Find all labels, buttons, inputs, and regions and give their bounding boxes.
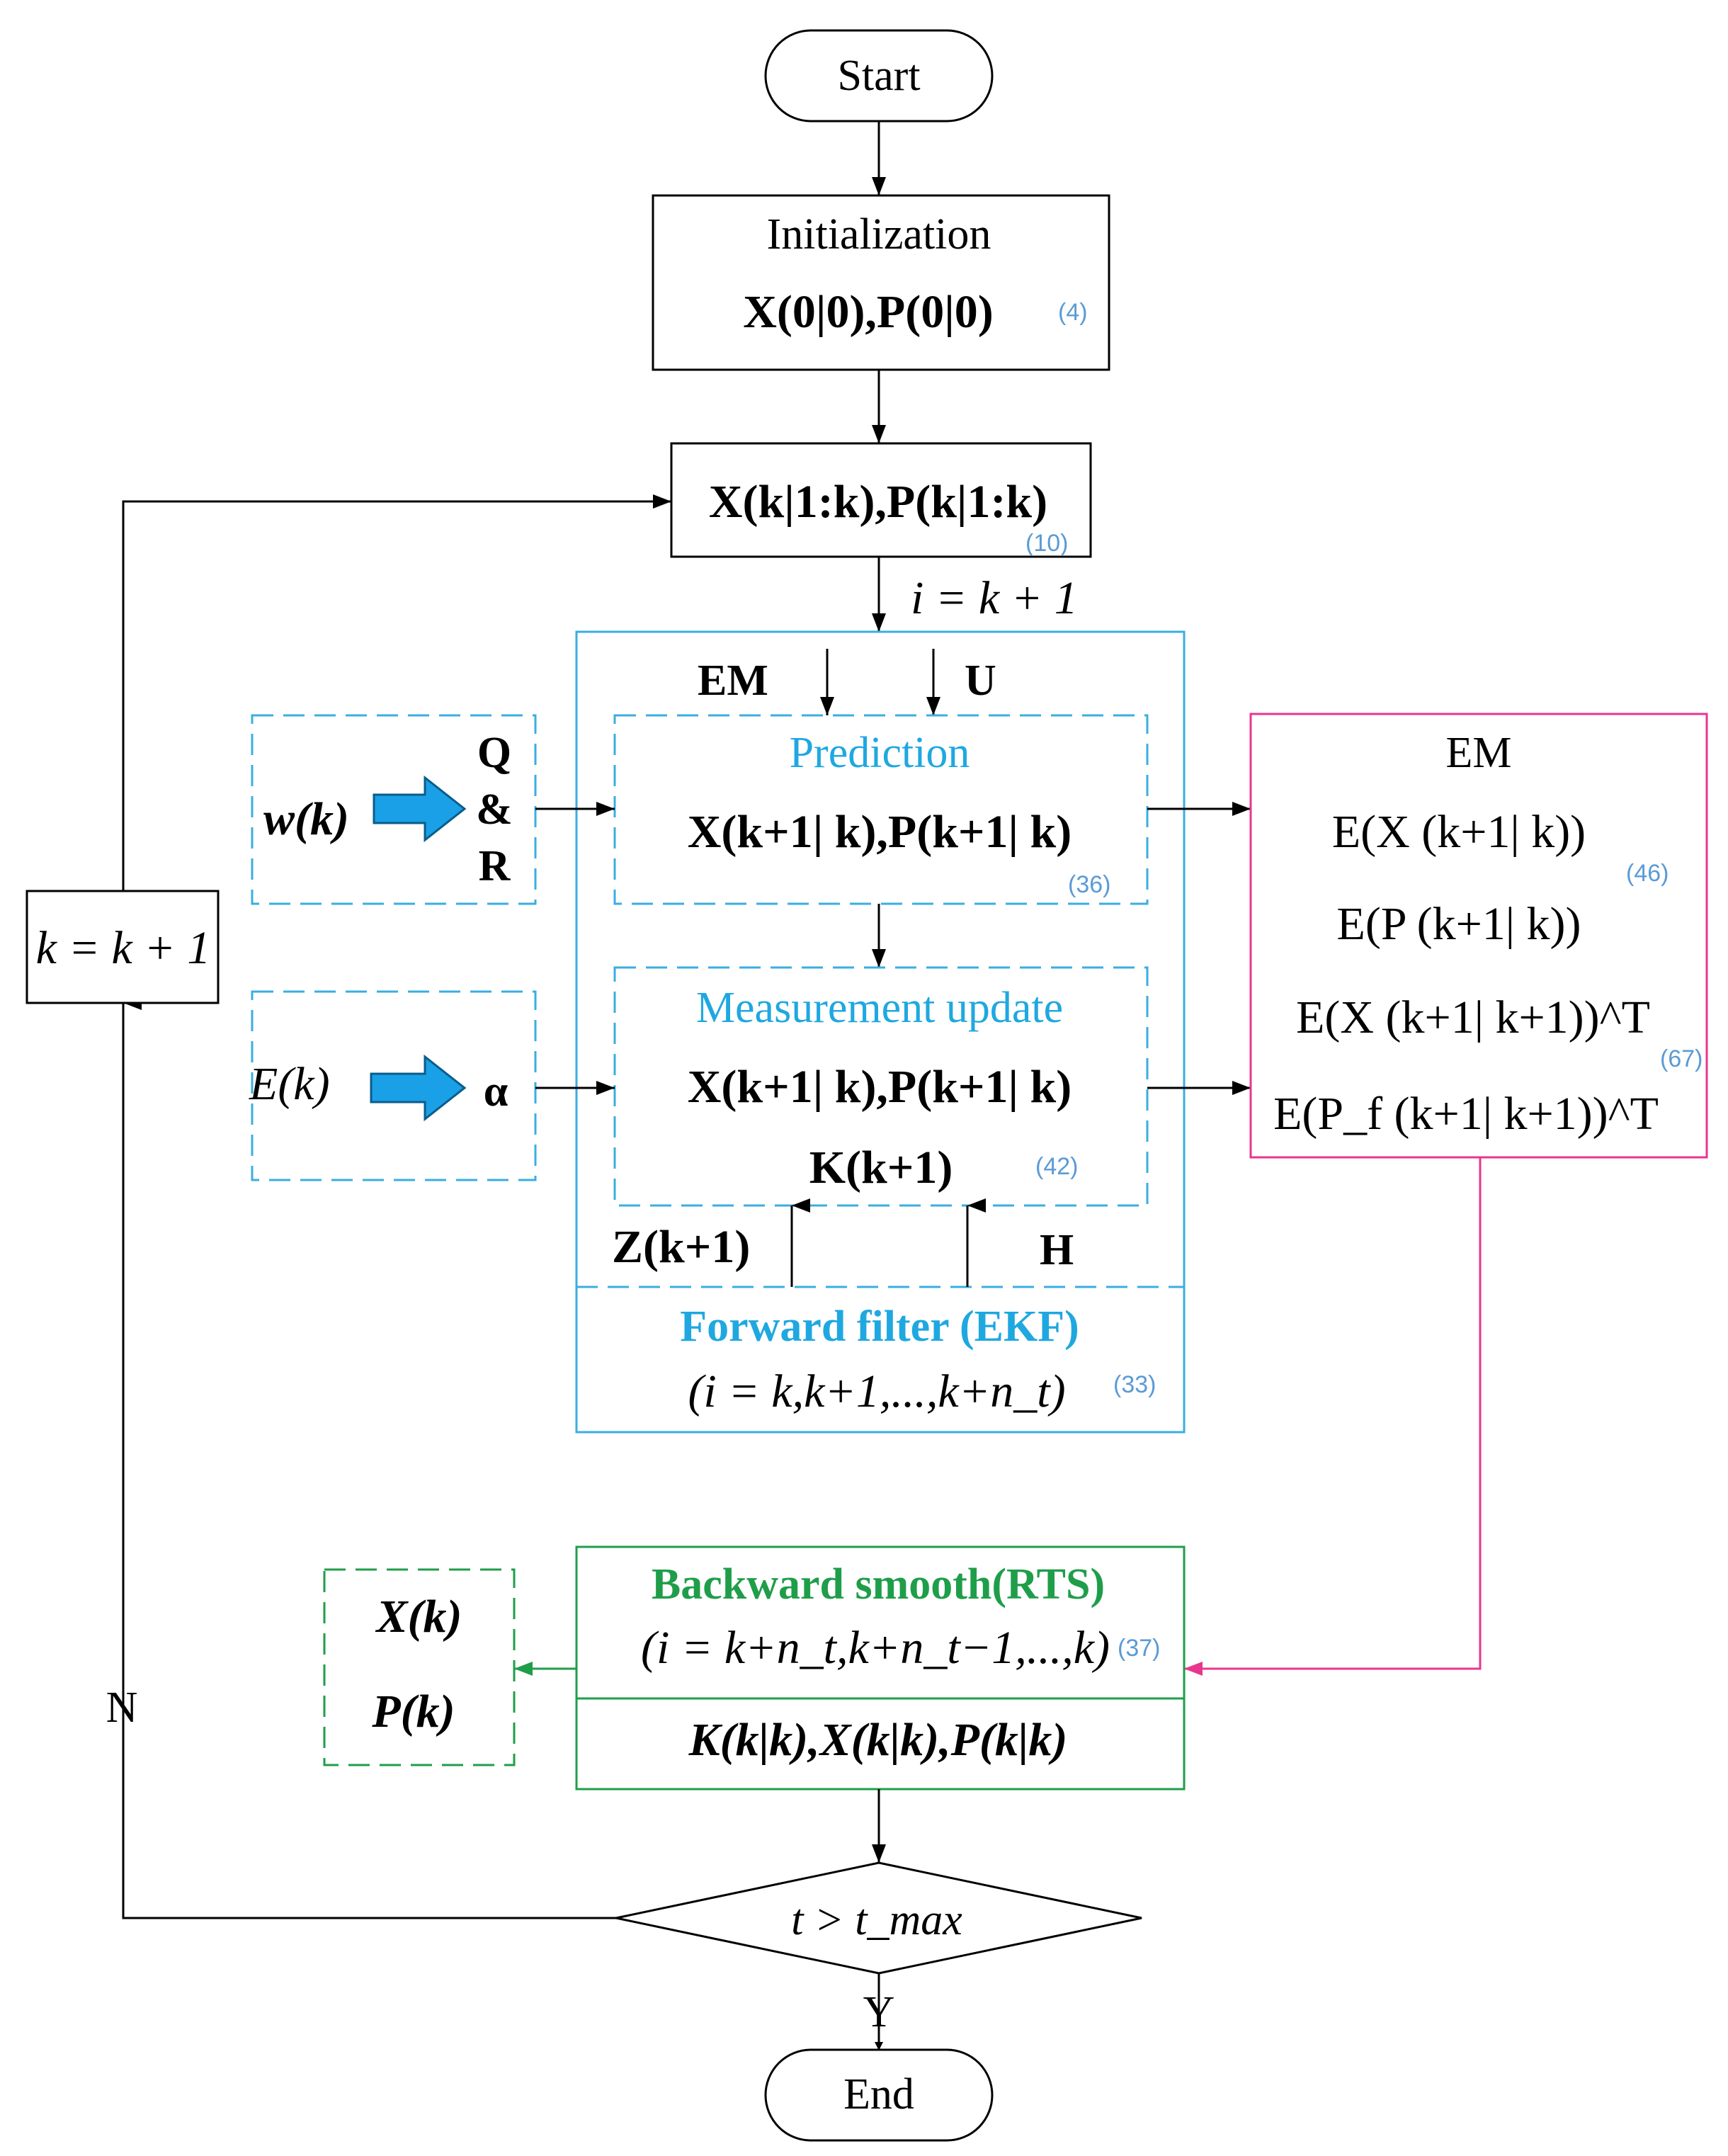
decision-condition: t > t_max [791, 1896, 962, 1944]
initialization-box [652, 194, 1110, 371]
forward-filter-ref: (33) [1113, 1371, 1156, 1398]
backward-smooth-box [575, 1545, 1186, 1791]
measurement-ref: (42) [1035, 1153, 1079, 1180]
init-title: Initialization [766, 210, 991, 259]
result-x: X(k) [376, 1591, 462, 1642]
backward-outputs: K(k|k),X(k|k),P(k|k) [688, 1714, 1068, 1766]
i-assign: i = k + 1 [911, 572, 1078, 624]
block-arrow-error [370, 1054, 467, 1122]
state-box [670, 442, 1092, 558]
init-ref: (4) [1058, 299, 1088, 326]
init-formula: X(0|0),P(0|0) [743, 286, 994, 338]
noise-q: Q [477, 729, 512, 777]
k-increment-label: k = k + 1 [35, 922, 211, 974]
arrow-em-backward [1184, 1157, 1482, 1676]
em-line2: E(P (k+1| k)) [1336, 898, 1581, 950]
result-p: P(k) [372, 1686, 455, 1737]
em-line1: E(X (k+1| k)) [1331, 806, 1586, 858]
measurement-gain: K(k+1) [809, 1142, 953, 1193]
em-ref1: (46) [1626, 860, 1669, 887]
prediction-title: Prediction [789, 729, 970, 777]
measurement-formula: X(k+1| k),P(k+1| k) [687, 1061, 1072, 1113]
backward-range: (i = k+n_t,k+n_t−1,...,k) [641, 1622, 1110, 1674]
noise-input: w(k) [263, 793, 349, 845]
em-line4: E(P_f (k+1| k+1))^T [1273, 1088, 1659, 1140]
end-terminal [764, 2048, 994, 2142]
forward-filter-title: Forward filter (EKF) [680, 1303, 1079, 1351]
error-alpha: α [483, 1067, 508, 1116]
end-label: End [843, 2070, 914, 2118]
arrow-increment-state [122, 494, 671, 891]
decision-no-label: N [106, 1684, 138, 1732]
decision-diamond [615, 1861, 1142, 1975]
measurement-title: Measurement update [695, 984, 1064, 1032]
prediction-formula: X(k+1| k),P(k+1| k) [687, 806, 1072, 858]
arrow-decision-no [122, 996, 616, 1919]
backward-ref: (37) [1118, 1635, 1161, 1662]
start-label: Start [837, 52, 921, 100]
decision-yes-label: Y [863, 1988, 895, 2036]
em-box [1249, 713, 1708, 1159]
block-arrow-noise [373, 775, 467, 843]
measurement-box [613, 966, 1149, 1207]
forward-filter-box [575, 630, 1186, 1434]
z-input-label: Z(k+1) [612, 1221, 751, 1273]
prediction-ref: (36) [1068, 871, 1111, 898]
error-box [251, 990, 537, 1181]
error-input: E(k) [249, 1058, 330, 1110]
forward-filter-range: (i = k,k+1,...,k+n_t) [688, 1366, 1066, 1417]
state-formula: X(k|1:k),P(k|1:k) [708, 476, 1048, 528]
em-line3: E(X (k+1| k+1))^T [1296, 992, 1650, 1043]
em-input-label: EM [698, 657, 768, 705]
noise-r: R [478, 842, 511, 890]
backward-title: Backward smooth(RTS) [651, 1560, 1105, 1609]
em-ref2: (67) [1660, 1045, 1703, 1072]
noise-amp: & [476, 785, 513, 834]
result-box [323, 1568, 516, 1766]
state-ref: (10) [1025, 530, 1069, 557]
u-input-label: U [965, 657, 996, 705]
em-title: EM [1445, 729, 1512, 777]
h-input-label: H [1040, 1226, 1074, 1274]
